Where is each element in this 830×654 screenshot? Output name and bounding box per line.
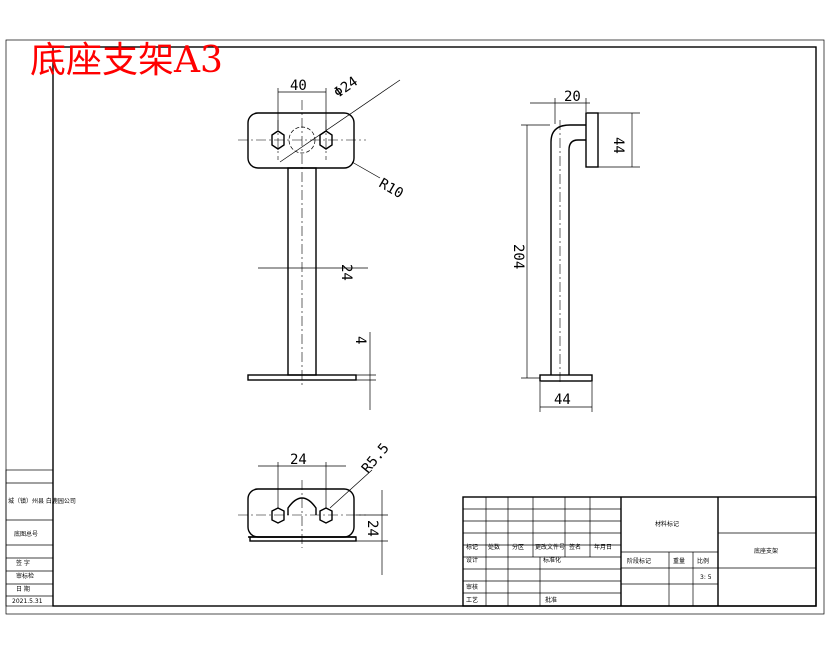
dim-side-top: 20: [564, 89, 581, 105]
tb-h-count: 处数: [488, 543, 500, 551]
strip-row4: 日 期: [16, 585, 30, 593]
tb-h-sign: 签名: [569, 543, 581, 551]
dim-bottom-height: 24: [364, 520, 380, 537]
left-strip: 城（镇）州县 白鹿园公司 底图总号 签 字 审标检 日 期 2021.5.31: [5, 469, 76, 607]
strip-date: 2021.5.31: [12, 598, 43, 605]
dim-bottom-radius: R5.5: [359, 440, 393, 476]
outer-border: [5, 39, 825, 615]
tb-review: 审核: [466, 583, 478, 591]
tb-standard: 标准化: [543, 556, 561, 564]
tb-approve: 批准: [545, 596, 557, 604]
strip-row3: 审标检: [16, 572, 34, 580]
tb-weight: 重量: [673, 557, 685, 565]
tb-h-zone: 分区: [512, 543, 524, 551]
title-block: 材料标记 底座支架 标记 处数 分区 更改文件号 签名 年月日 设计 标准化 阶…: [462, 496, 817, 607]
strip-org: 城（镇）州县 白鹿园公司: [8, 497, 76, 505]
dim-side-flange: 44: [610, 137, 626, 154]
dim-top-width: 40: [290, 78, 307, 94]
dim-diameter: Φ24: [331, 74, 361, 102]
drawing-title: 底座支架A3: [30, 40, 223, 81]
tb-material: 材料标记: [655, 520, 679, 528]
tb-h-doc: 更改文件号: [535, 543, 565, 551]
front-view: 40 Φ24 R10 24 4: [238, 74, 406, 410]
tb-h-mark: 标记: [466, 543, 478, 551]
side-view: 20 44 204 44: [510, 89, 640, 412]
dim-shaft-width: 24: [338, 264, 354, 281]
dim-side-base: 44: [554, 392, 571, 408]
bottom-view: 24 R5.5 24: [238, 440, 393, 575]
tb-design: 设计: [466, 556, 478, 564]
tb-part-name: 底座支架: [754, 547, 778, 555]
tb-scale-value: 3: 5: [700, 574, 712, 581]
tb-process: 工艺: [466, 596, 478, 604]
dim-side-height: 204: [510, 244, 526, 269]
dim-radius-corner: R10: [376, 176, 406, 203]
tb-scale: 比例: [697, 557, 709, 565]
inner-border: [52, 46, 817, 607]
dim-bottom-width: 24: [290, 452, 307, 468]
dim-plate-thickness: 4: [352, 336, 368, 344]
tb-h-date: 年月日: [594, 543, 612, 551]
tb-stage: 阶段标记: [627, 557, 651, 565]
strip-row1: 底图总号: [14, 530, 38, 538]
strip-row2: 签 字: [16, 559, 30, 567]
